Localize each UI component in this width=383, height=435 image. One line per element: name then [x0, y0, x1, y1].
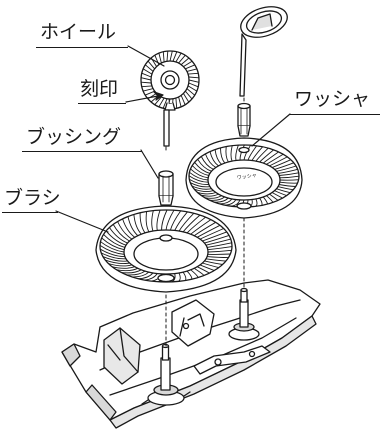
label-mark: 刻印	[80, 78, 119, 100]
underline-brush	[2, 212, 58, 213]
brush-right	[185, 137, 303, 219]
bushing-right	[237, 102, 251, 137]
label-wheel: ホイール	[40, 21, 117, 43]
left-shaft-assembly	[141, 343, 191, 406]
leader-lines	[55, 45, 291, 233]
underline-wheel	[36, 47, 128, 48]
link-arm	[193, 345, 271, 375]
brush-left	[95, 205, 237, 293]
washer-tag: ワッシャ	[237, 173, 258, 182]
bushing-left	[158, 170, 174, 206]
label-brush: ブラシ	[4, 187, 61, 209]
underline-mark	[78, 103, 126, 104]
wheel-right	[239, 6, 288, 97]
bracket-left	[103, 327, 141, 385]
bracket-right	[171, 299, 215, 347]
wheel-mark-letter: L	[168, 98, 172, 106]
right-shaft-assembly	[228, 287, 260, 341]
underline-washer	[290, 114, 380, 115]
label-washer: ワッシャ	[294, 88, 371, 110]
wheel-left	[140, 50, 200, 147]
label-bushing: ブッシング	[26, 126, 122, 148]
underline-bushing	[22, 151, 142, 152]
